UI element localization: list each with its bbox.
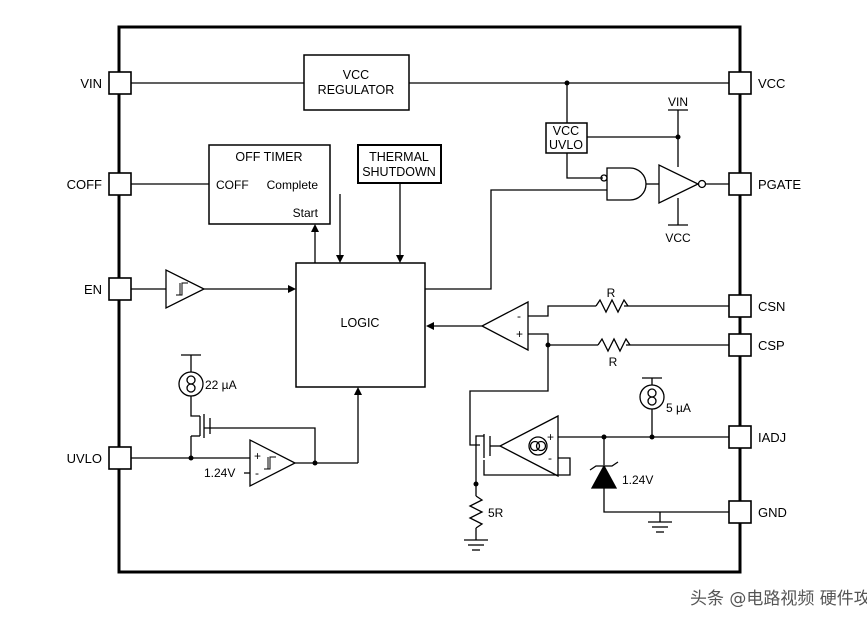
vcc-regulator-block <box>303 54 410 111</box>
pin-label-csp: CSP <box>758 338 785 353</box>
thermal-shutdown-block <box>357 144 442 184</box>
pin-csp <box>728 333 752 357</box>
pin-vcc <box>728 71 752 95</box>
pin-label-gnd: GND <box>758 505 787 520</box>
uvlo-minus: - <box>255 466 259 480</box>
pin-label-iadj: IADJ <box>758 430 786 445</box>
pin-iadj <box>728 425 752 449</box>
vcc-uvlo-block <box>545 122 588 154</box>
gate-driver <box>658 163 700 205</box>
off-timer-title: OFF TIMER <box>235 150 302 164</box>
uvlo-ref-label: 1.24V <box>204 466 235 480</box>
iadj-plus: + <box>547 430 554 444</box>
resistor-5r-label: 5R <box>488 506 504 520</box>
logic-label: LOGIC <box>341 316 380 330</box>
vcc-uvlo-label-1: VCC <box>553 124 579 138</box>
pin-label-uvlo: UVLO <box>67 451 102 466</box>
vcc-uvlo-label-2: UVLO <box>549 138 583 152</box>
pin-label-pgate: PGATE <box>758 177 801 192</box>
pin-label-vin: VIN <box>80 76 102 91</box>
chip-outline <box>117 25 742 574</box>
en-buffer <box>165 268 206 310</box>
pin-label-vcc: VCC <box>758 76 785 91</box>
current-22ua-label: 22 µA <box>205 378 237 392</box>
off-timer-block <box>208 144 331 225</box>
pin-vin <box>108 71 132 95</box>
pin-label-csn: CSN <box>758 299 785 314</box>
pin-label-coff: COFF <box>67 177 102 192</box>
off-timer-coff: COFF <box>216 178 249 192</box>
off-timer-complete: Complete <box>267 178 319 192</box>
thermal-label-1: THERMAL <box>369 150 429 164</box>
r-top-label: R <box>607 286 616 300</box>
pin-en <box>108 277 132 301</box>
vcc-supply-label: VCC <box>665 231 691 245</box>
pin-uvlo <box>108 446 132 470</box>
resistor-csp <box>597 337 631 353</box>
zener-diode <box>590 464 618 489</box>
csa-minus: - <box>517 309 521 323</box>
pin-coff <box>108 172 132 196</box>
iadj-amp <box>498 414 559 478</box>
pin-pgate <box>728 172 752 196</box>
watermark: 头条 @电路视频 硬件攻城狮 <box>690 589 867 609</box>
r-bottom-label: R <box>609 355 618 369</box>
zener-ref-label: 1.24V <box>622 473 653 487</box>
uvlo-comparator <box>249 438 297 488</box>
csa-plus: + <box>516 327 523 341</box>
off-timer-start: Start <box>293 206 319 220</box>
current-5ua-label: 5 µA <box>666 401 691 415</box>
nand-gate <box>606 167 647 201</box>
resistor-csn <box>595 298 629 314</box>
uvlo-plus: + <box>254 449 261 463</box>
iadj-minus: - <box>548 451 552 465</box>
pin-gnd <box>728 500 752 524</box>
pin-csn <box>728 294 752 318</box>
vin-supply-label: VIN <box>668 95 688 109</box>
thermal-label-2: SHUTDOWN <box>362 165 436 179</box>
current-sense-amp <box>480 300 529 352</box>
vcc-regulator-label-2: REGULATOR <box>318 83 395 97</box>
resistor-5r <box>468 495 484 529</box>
logic-block <box>295 262 426 388</box>
vcc-regulator-label-1: VCC <box>343 68 369 82</box>
pin-label-en: EN <box>84 282 102 297</box>
